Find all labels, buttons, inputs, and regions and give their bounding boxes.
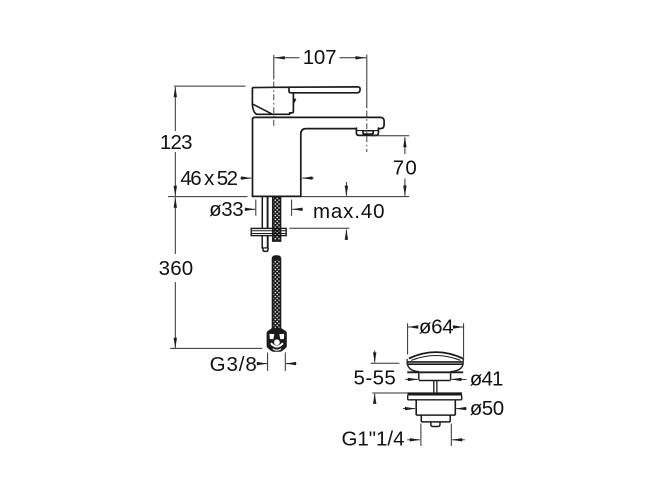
svg-text:46 x 52: 46 x 52 — [180, 167, 238, 190]
svg-text:G1"1/4: G1"1/4 — [342, 428, 405, 451]
svg-text:ø41: ø41 — [470, 368, 504, 391]
svg-text:ø33: ø33 — [209, 198, 244, 221]
svg-text:ø64: ø64 — [419, 316, 454, 339]
svg-text:5-55: 5-55 — [354, 366, 396, 389]
svg-text:ø50: ø50 — [470, 397, 504, 420]
svg-text:360: 360 — [159, 257, 194, 280]
svg-text:107: 107 — [303, 46, 337, 69]
svg-text:70: 70 — [393, 156, 417, 179]
svg-text:max.40: max.40 — [313, 200, 385, 223]
svg-text:123: 123 — [160, 131, 193, 154]
svg-text:G3/8: G3/8 — [210, 353, 257, 376]
